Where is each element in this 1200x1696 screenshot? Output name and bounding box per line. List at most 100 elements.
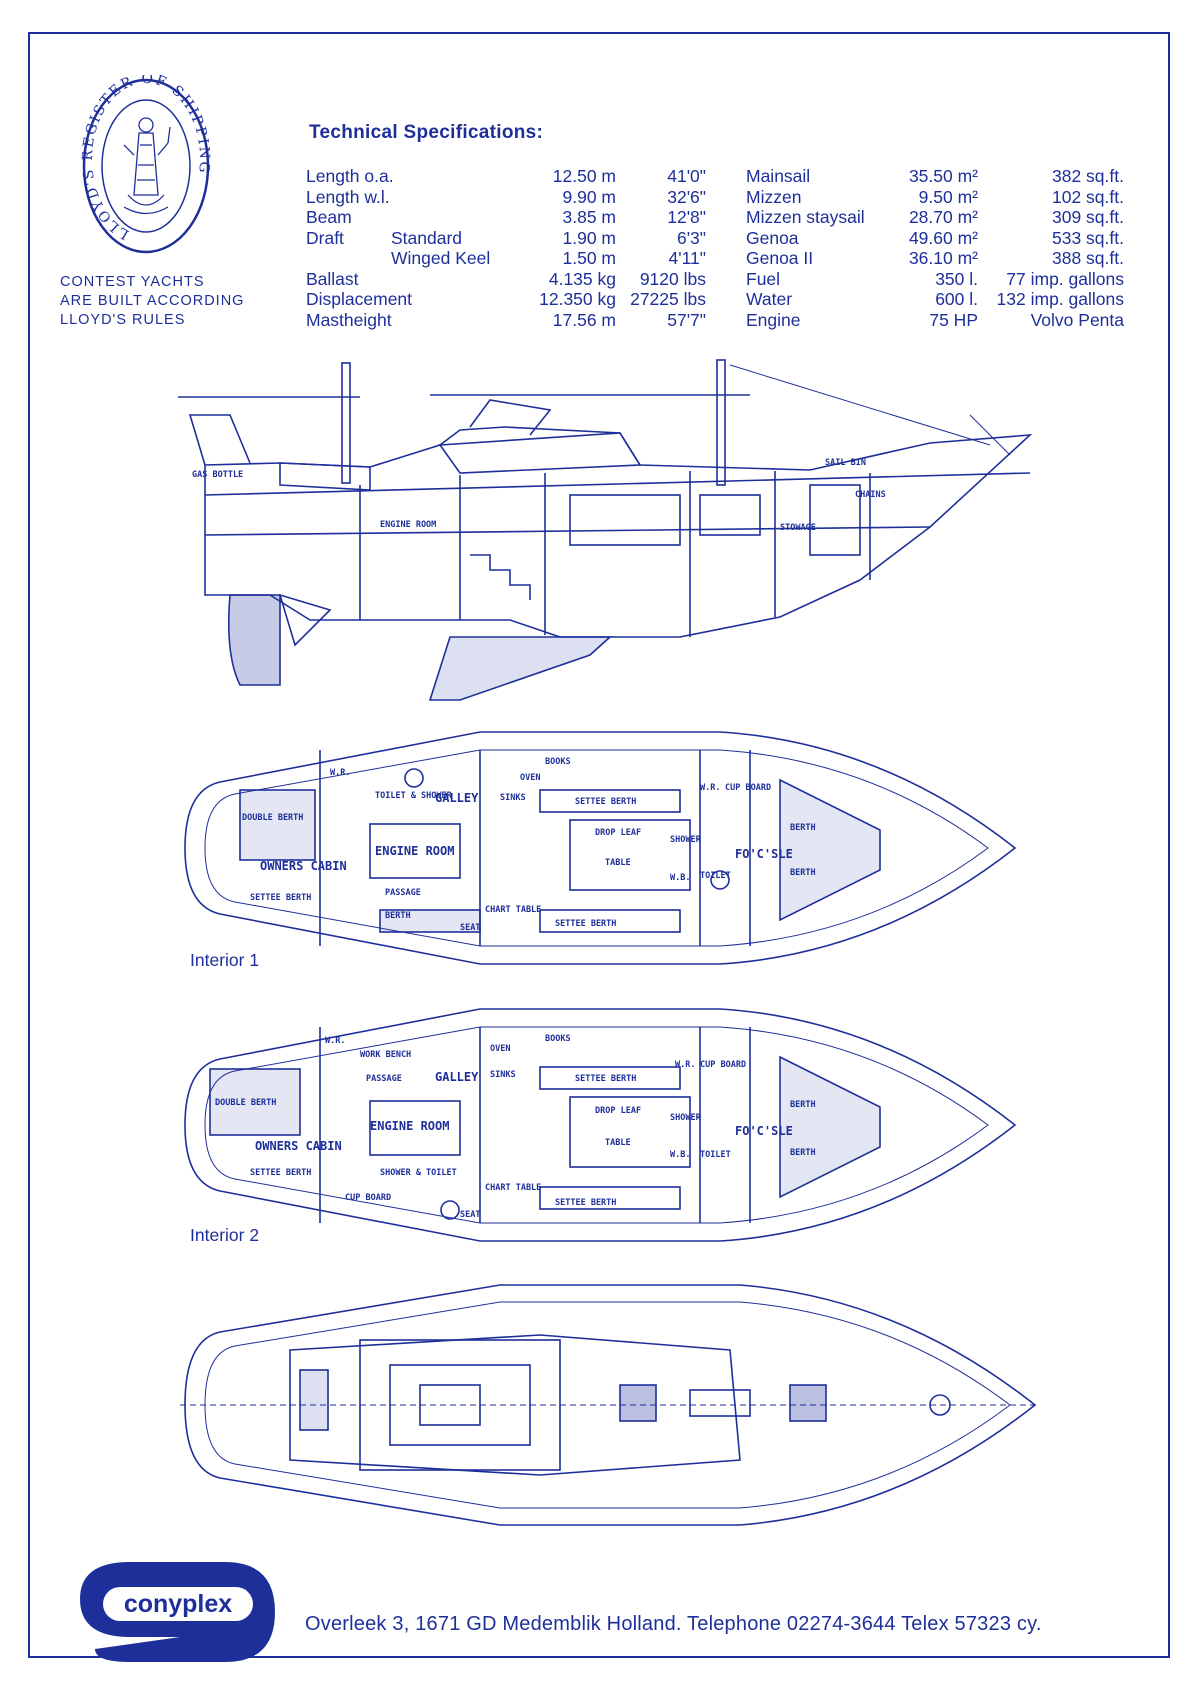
- i2-label-double-berth: DOUBLE BERTH: [215, 1098, 276, 1108]
- i2-label-table: TABLE: [605, 1138, 631, 1148]
- spec-label: Engine: [746, 309, 801, 330]
- lloyds-note-line: CONTEST YACHTS: [60, 274, 205, 290]
- i1-label-double-berth: DOUBLE BERTH: [242, 813, 303, 823]
- spec-imperial: 9120 lbs: [639, 268, 706, 289]
- spec-metric: 12.350 kg: [539, 289, 616, 309]
- i2-label-wr: W.R.: [325, 1036, 345, 1046]
- i2-label-settee-berth-aft: SETTEE BERTH: [250, 1168, 311, 1178]
- i2-label-focsle: FO'C'SLE: [735, 1124, 793, 1138]
- i1-label-wr: W.R.: [330, 768, 350, 778]
- i2-label-galley: GALLEY: [435, 1070, 479, 1084]
- spec-metric: 28.70 m²: [908, 207, 978, 227]
- spec-label: Genoa II: [746, 248, 814, 268]
- spec-imperial: 102 sq.ft.: [1052, 186, 1124, 207]
- i1-label-settee-berth2: SETTEE BERTH: [555, 919, 616, 929]
- i2-label-cupboard: CUP BOARD: [700, 1060, 746, 1070]
- spec-metric: 9.50 m²: [918, 186, 978, 207]
- spec-metric: 35.50 m²: [908, 166, 978, 186]
- spec-metric: 12.50 m: [552, 166, 616, 186]
- spec-sub: Winged Keel: [391, 248, 491, 268]
- spec-imperial: 57'7": [667, 309, 706, 330]
- spec-label: Mizzen: [746, 186, 802, 207]
- i2-label-seat: SEAT: [460, 1210, 480, 1220]
- spec-metric: 1.50 m: [562, 248, 617, 268]
- spec-imperial: 6'3": [676, 227, 706, 248]
- spec-label: Draft: [306, 227, 344, 248]
- specs-title: Technical Specifications:: [309, 122, 544, 143]
- i2-label-wr2: W.R.: [675, 1060, 695, 1070]
- profile-label-engine-room: ENGINE ROOM: [380, 520, 436, 530]
- i2-label-shower-toilet: SHOWER & TOILET: [380, 1168, 457, 1178]
- interior-1-plan: W.R. TOILET & SHOWER GALLEY OVEN BOOKS S…: [184, 731, 1017, 965]
- spec-imperial: 4'11": [668, 248, 706, 268]
- i2-label-sinks: SINKS: [490, 1070, 516, 1080]
- spec-label: Ballast: [306, 268, 359, 289]
- i1-label-toilet: TOILET: [700, 871, 731, 881]
- i1-label-wr2: W.R.: [700, 783, 720, 793]
- i2-label-owners-cabin: OWNERS CABIN: [255, 1139, 342, 1153]
- deck-plan: [180, 1284, 1040, 1526]
- spec-metric: 350 l.: [935, 268, 978, 289]
- i1-label-chart-table: CHART TABLE: [485, 905, 541, 915]
- spec-imperial: Volvo Penta: [1030, 309, 1124, 330]
- i1-label-berth: BERTH: [790, 823, 816, 833]
- spec-metric: 600 l.: [935, 289, 978, 309]
- i1-label-oven: OVEN: [520, 773, 540, 783]
- lloyds-note: CONTEST YACHTS ARE BUILT ACCORDING LLOYD…: [60, 273, 244, 330]
- spec-label: Displacement: [306, 289, 413, 309]
- i1-label-shower: SHOWER: [670, 835, 702, 845]
- interior-1-caption: Interior 1: [190, 950, 260, 970]
- profile-label-gas-bottle: GAS BOTTLE: [192, 470, 243, 480]
- lloyds-note-line: ARE BUILT ACCORDING: [60, 293, 245, 309]
- i2-label-berth: BERTH: [790, 1100, 816, 1110]
- seal-figure-icon: [123, 117, 171, 215]
- i2-label-chart-table: CHART TABLE: [485, 1183, 541, 1193]
- i2-label-engine-room: ENGINE ROOM: [370, 1119, 449, 1133]
- spec-label: Mizzen staysail: [746, 207, 865, 227]
- mizzen-mast: [341, 362, 351, 484]
- lloyds-seal: LLOYD'S REGISTER OF SHIPPING: [80, 75, 210, 254]
- i1-label-settee-berth: SETTEE BERTH: [575, 797, 636, 807]
- i1-label-table: TABLE: [605, 858, 631, 868]
- spec-imperial: 77 imp. gallons: [1006, 268, 1124, 289]
- spec-metric: 49.60 m²: [908, 227, 978, 248]
- spec-label: Genoa: [746, 227, 799, 248]
- i1-label-books: BOOKS: [545, 757, 571, 767]
- profile-label-sail-bin: SAIL BIN: [825, 458, 866, 468]
- spec-metric: 36.10 m²: [908, 248, 978, 268]
- spec-label: Mainsail: [746, 166, 811, 186]
- i1-label-wb: W.B.: [670, 873, 690, 883]
- i1-label-engine-room: ENGINE ROOM: [375, 844, 454, 858]
- i2-label-shower: SHOWER: [670, 1113, 702, 1123]
- i1-label-toilet-shower: TOILET & SHOWER: [375, 791, 453, 801]
- spec-metric: 9.90 m: [562, 186, 617, 207]
- profile-drawing: GAS BOTTLE ENGINE ROOM SAIL BIN CHAINS S…: [178, 359, 1033, 701]
- i1-label-settee-berth-aft: SETTEE BERTH: [250, 893, 311, 903]
- logo-text: conyplex: [124, 1590, 232, 1618]
- i1-label-berth-aft: BERTH: [385, 911, 411, 921]
- spec-sub: Standard: [391, 227, 463, 248]
- spec-label: Mastheight: [306, 309, 392, 330]
- interior-2-labels: W.R. WORK BENCH PASSAGE GALLEY OVEN SINK…: [215, 1034, 816, 1220]
- i2-label-berth2: BERTH: [790, 1148, 816, 1158]
- i2-label-books: BOOKS: [545, 1034, 571, 1044]
- i2-label-oven: OVEN: [490, 1044, 510, 1054]
- spec-metric: 17.56 m: [552, 309, 616, 330]
- spec-imperial: 382 sq.ft.: [1052, 166, 1124, 186]
- interior-2-hull: [184, 1008, 1017, 1242]
- i1-label-galley: GALLEY: [435, 791, 479, 805]
- i1-label-cupboard: CUP BOARD: [725, 783, 771, 793]
- spec-label: Length w.l.: [306, 186, 390, 207]
- conyplex-logo: conyplex: [80, 1562, 275, 1662]
- spec-label: Water: [746, 289, 793, 309]
- i1-label-sinks: SINKS: [500, 793, 526, 803]
- interior-2-plan: W.R. WORK BENCH PASSAGE GALLEY OVEN SINK…: [184, 1008, 1017, 1242]
- spec-label: Beam: [306, 207, 352, 227]
- main-mast: [716, 359, 726, 486]
- spec-metric: 1.90 m: [562, 227, 617, 248]
- keel: [428, 636, 613, 701]
- i1-label-berth2: BERTH: [790, 868, 816, 878]
- i2-label-drop-leaf: DROP LEAF: [595, 1106, 641, 1116]
- page-frame: [28, 32, 1170, 1658]
- i1-label-focsle: FO'C'SLE: [735, 847, 793, 861]
